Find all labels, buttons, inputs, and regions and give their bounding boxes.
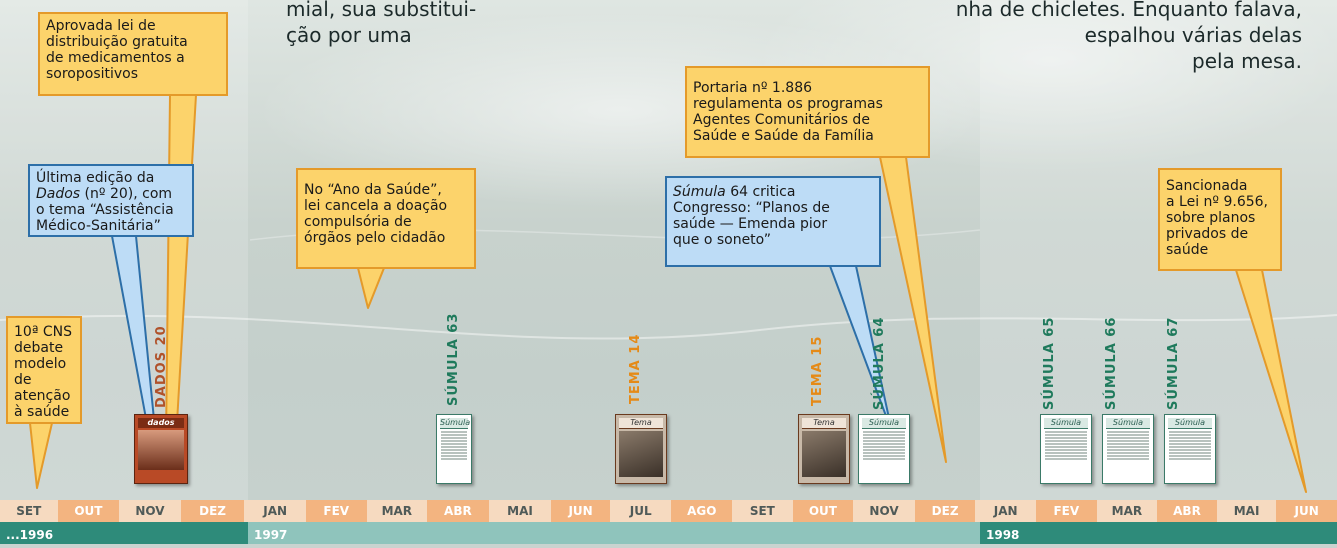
callout-line: soropositivos xyxy=(46,66,139,82)
cover-title: Súmula xyxy=(1106,418,1150,429)
publication-label: SÚMULA 65 xyxy=(1042,316,1057,410)
cover-photo xyxy=(802,431,846,477)
quote-left-line: ção por uma xyxy=(286,23,412,47)
month-label: ABR xyxy=(1157,500,1217,522)
quote-right-line: pela mesa. xyxy=(1192,49,1302,73)
quote-left-line: mial, sua substitui- xyxy=(286,0,477,21)
cover-title: Súmula xyxy=(862,418,906,429)
cover-title: Súmula xyxy=(1168,418,1212,429)
cover-title: Tema xyxy=(619,418,663,429)
sumula-64-cover: Súmula xyxy=(858,414,910,484)
month-label: JUL xyxy=(609,500,672,522)
month-label: DEZ xyxy=(180,500,245,522)
tema-15-cover: Tema xyxy=(798,414,850,484)
month-label: OUT xyxy=(792,500,854,522)
cover-title: Súmula xyxy=(1044,418,1088,429)
month-label: FEV xyxy=(1036,500,1097,522)
month-label: JUN xyxy=(1276,500,1337,522)
callout-line: Aprovada lei de xyxy=(46,18,156,34)
month-label: JUN xyxy=(551,500,610,522)
callout-line: saúde — Emenda pior xyxy=(673,216,828,232)
year-label-1998: 1998 xyxy=(980,522,1337,544)
callout-ano-da-saude: No “Ano da Saúde”, lei cancela a doação … xyxy=(296,168,476,269)
publication-label: TEMA 15 xyxy=(810,335,825,406)
month-label: DEZ xyxy=(914,500,976,522)
callout-line: regulamenta os programas xyxy=(693,96,883,112)
callout-line: que o soneto” xyxy=(673,232,771,248)
callout-line: saúde xyxy=(1166,242,1209,258)
cover-photo xyxy=(619,431,663,477)
callout-line: Saúde e Saúde da Família xyxy=(693,128,874,144)
month-label: MAR xyxy=(1096,500,1158,522)
callout-line: Médico-Sanitária” xyxy=(36,218,161,234)
callout-lei-9656: Sancionada a Lei nº 9.656, sobre planos … xyxy=(1158,168,1282,271)
quote-left-column: mial, sua substitui- ção por uma xyxy=(286,0,476,48)
sumula-66-cover: Súmula xyxy=(1102,414,1154,484)
month-label: FEV xyxy=(305,500,367,522)
callout-line: No “Ano da Saúde”, xyxy=(304,182,442,198)
publication-label: TEMA 14 xyxy=(628,333,643,404)
callout-line: a Lei nº 9.656, xyxy=(1166,194,1268,210)
month-label: SET xyxy=(0,500,58,522)
quote-right-line: nha de chicletes. Enquanto falava, xyxy=(955,0,1302,21)
quote-right-column: nha de chicletes. Enquanto falava, espal… xyxy=(860,0,1302,74)
month-label: JAN xyxy=(244,500,306,522)
month-label: ABR xyxy=(427,500,489,522)
callout-line: Sancionada xyxy=(1166,178,1248,194)
cover-photo xyxy=(138,430,184,470)
callout-line: Dados (nº 20), com xyxy=(36,186,173,202)
callout-line: lei cancela a doação xyxy=(304,198,448,214)
callout-line: o tema “Assistência xyxy=(36,202,174,218)
month-label: OUT xyxy=(57,500,120,522)
publication-label: DADOS 20 xyxy=(154,325,169,408)
callout-line: compulsória de xyxy=(304,214,412,230)
publication-label: SÚMULA 63 xyxy=(446,312,461,406)
cover-title: Súmula xyxy=(440,418,471,429)
tema-14-cover: Tema xyxy=(615,414,667,484)
month-label: NOV xyxy=(853,500,915,522)
callout-line: Súmula 64 critica xyxy=(673,184,796,200)
callout-line: à saúde xyxy=(14,404,70,420)
publication-label: SÚMULA 67 xyxy=(1166,316,1181,410)
month-label: AGO xyxy=(671,500,733,522)
publication-label: SÚMULA 66 xyxy=(1104,316,1119,410)
callout-line: Portaria nº 1.886 xyxy=(693,80,813,96)
month-label: MAI xyxy=(1216,500,1277,522)
callout-line: Última edição da xyxy=(36,170,155,186)
quote-right-line: espalhou várias delas xyxy=(1084,23,1302,47)
callout-cns-10: 10ª CNS debate modelo de atenção à saúde xyxy=(6,316,82,424)
callout-line: atenção xyxy=(14,388,71,404)
callout-sumula-64: Súmula 64 critica Congresso: “Planos de … xyxy=(665,176,881,267)
month-label: SET xyxy=(732,500,793,522)
callout-dados-20: Última edição da Dados (nº 20), com o te… xyxy=(28,164,194,237)
callout-line: de medicamentos a xyxy=(46,50,185,66)
sumula-67-cover: Súmula xyxy=(1164,414,1216,484)
year-label-1997: 1997 xyxy=(248,522,980,544)
sumula-65-cover: Súmula xyxy=(1040,414,1092,484)
dados-20-cover: dados xyxy=(134,414,188,484)
year-label-1996: ...1996 xyxy=(0,522,248,544)
callout-lei-medicamentos: Aprovada lei de distribuição gratuita de… xyxy=(38,12,228,96)
month-label: MAI xyxy=(488,500,552,522)
callout-line: modelo de xyxy=(14,356,67,388)
sumula-63-cover: Súmula xyxy=(436,414,472,484)
month-label: NOV xyxy=(119,500,181,522)
year-axis: ...1996 1997 1998 xyxy=(0,522,1337,544)
callout-line: debate xyxy=(14,340,64,356)
month-label: MAR xyxy=(366,500,428,522)
cover-title: Tema xyxy=(802,418,846,429)
publication-label: SÚMULA 64 xyxy=(872,316,887,410)
cover-title: dados xyxy=(138,418,184,428)
callout-line: privados de xyxy=(1166,226,1249,242)
callout-portaria-1886: Portaria nº 1.886 regulamenta os program… xyxy=(685,66,930,158)
callout-line: Agentes Comunitários de xyxy=(693,112,870,128)
callout-line: distribuição gratuita xyxy=(46,34,188,50)
callout-line: órgãos pelo cidadão xyxy=(304,230,446,246)
callout-line: 10ª CNS xyxy=(14,324,72,340)
month-label: JAN xyxy=(975,500,1036,522)
callout-line: Congresso: “Planos de xyxy=(673,200,830,216)
callout-line: sobre planos xyxy=(1166,210,1256,226)
